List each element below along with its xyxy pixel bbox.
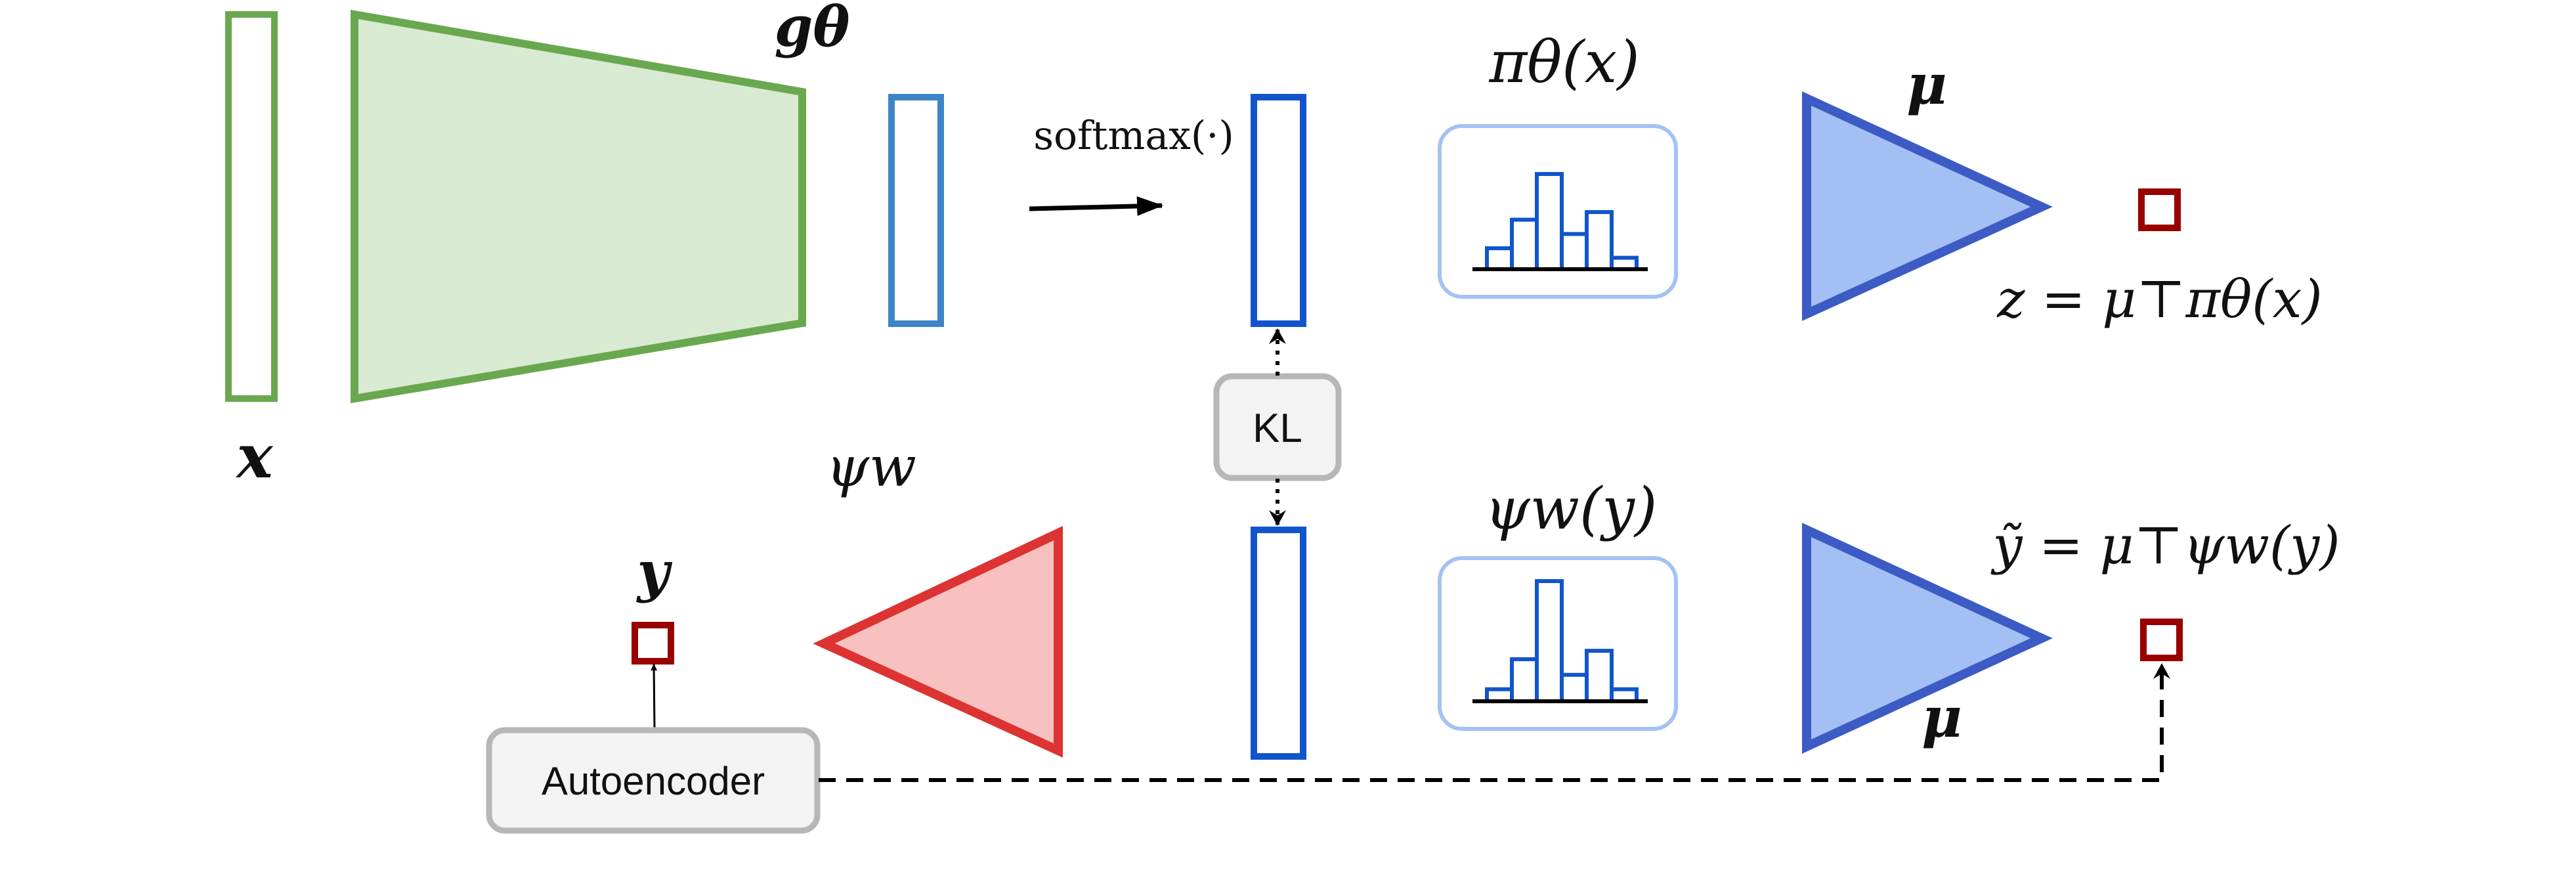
label-mu-bottom: μ bbox=[1921, 685, 1962, 750]
histogram-bottom-bar-5 bbox=[1585, 649, 1614, 704]
histogram-top bbox=[1472, 172, 1648, 272]
label-y: y bbox=[636, 539, 673, 604]
mu-decoder-bottom bbox=[1802, 523, 2053, 754]
label-autoencoder: Autoencoder bbox=[542, 759, 765, 803]
histogram-bottom-bar-4 bbox=[1560, 672, 1589, 703]
histogram-top-bar-3 bbox=[1535, 172, 1564, 271]
label-x: x bbox=[236, 421, 274, 492]
histogram-top-bar-1 bbox=[1485, 246, 1514, 272]
input-y bbox=[632, 622, 674, 664]
histogram-bottom-bar-3 bbox=[1535, 579, 1564, 703]
autoencoder-to-y-arrow bbox=[651, 664, 658, 730]
mu-decoder-top bbox=[1802, 91, 2053, 321]
label-z-eq: z = μ⊤πθ(x) bbox=[1996, 269, 2323, 330]
label-psi-w: ψw bbox=[826, 435, 916, 499]
histogram-top-bar-2 bbox=[1510, 217, 1539, 272]
logits-vector bbox=[888, 94, 944, 327]
input-x-vector bbox=[225, 11, 278, 402]
histogram-bottom-bar-2 bbox=[1510, 657, 1539, 704]
psi-w-y-vector bbox=[1251, 527, 1306, 760]
label-pi-theta-x: πθ(x) bbox=[1488, 28, 1639, 96]
histogram-top-bar-4 bbox=[1560, 232, 1589, 272]
label-g-theta: gθ bbox=[775, 0, 850, 59]
softmax-arrow bbox=[1029, 196, 1163, 216]
label-psi-w-y: ψw(y) bbox=[1485, 475, 1658, 542]
autoencoder-box bbox=[486, 727, 821, 834]
pi-theta-vector bbox=[1251, 94, 1306, 327]
label-y-tilde-eq: ỹ = μ⊤ψw(y) bbox=[1990, 515, 2340, 576]
histogram-top-bar-5 bbox=[1585, 210, 1614, 271]
histogram-bottom bbox=[1472, 579, 1648, 704]
label-softmax: softmax(·) bbox=[1033, 113, 1234, 159]
psi-w-encoder bbox=[813, 525, 1063, 758]
output-z bbox=[2138, 188, 2181, 231]
label-mu-top: μ bbox=[1906, 52, 1946, 117]
kl-box bbox=[1213, 373, 1342, 481]
output-y-tilde bbox=[2140, 619, 2183, 661]
autoencoder-to-y-tilde-arrow bbox=[819, 663, 2170, 782]
label-kl: KL bbox=[1253, 406, 1302, 451]
encoder-g-theta bbox=[351, 9, 806, 404]
